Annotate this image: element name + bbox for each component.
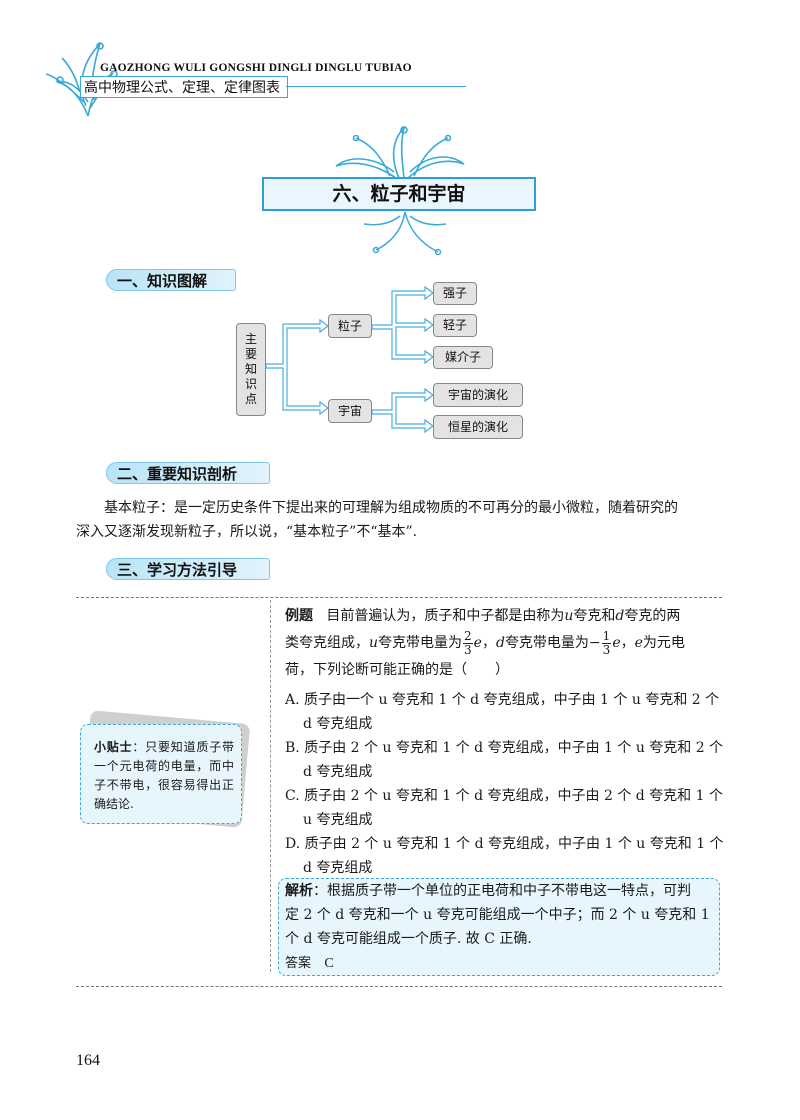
- question-text: 夸克的两: [624, 608, 681, 624]
- diagram-node-mediator: 媒介子: [433, 346, 493, 369]
- section-title: 二、重要知识剖析: [117, 465, 238, 483]
- fraction-denominator: 3: [602, 642, 611, 657]
- option-line: d 夸克组成: [303, 764, 373, 780]
- option-line: B. 质子由 2 个 u 夸克和 1 个 d 夸克组成，中子由 1 个 u 夸克…: [285, 740, 724, 756]
- solution-line: 解析：根据质子带一个单位的正电荷和中子不带电这一特点，可判: [285, 879, 717, 903]
- analysis-paragraph: 基本粒子：是一定历史条件下提出来的可理解为组成物质的不可再分的最小微粒，随着研究…: [76, 496, 722, 544]
- question-line: 例题 目前普遍认为，质子和中子都是由称为u夸克和d夸克的两: [285, 604, 725, 628]
- option-line: d 夸克组成: [303, 716, 373, 732]
- option-c: C. 质子由 2 个 u 夸克和 1 个 d 夸克组成，中子由 2 个 d 夸克…: [285, 784, 725, 832]
- tip-body: ：只要知道质子带一个元电荷的电量，而中子不带电，很容易得出正确结论.: [94, 740, 234, 811]
- tip-text: 小贴士：只要知道质子带一个元电荷的电量，而中子不带电，很容易得出正确结论.: [94, 738, 234, 814]
- question-text: 夸克和: [573, 608, 616, 624]
- question-text: ，: [620, 635, 635, 651]
- tip-label: 小贴士: [94, 740, 133, 754]
- floral-ornament-title-lower: [363, 211, 447, 256]
- header-chinese-title: 高中物理公式、定理、定律图表: [84, 80, 280, 96]
- header-rule: [286, 86, 466, 87]
- question-text: 为元电: [642, 635, 685, 651]
- diagram-node-star-evolution: 恒星的演化: [433, 415, 523, 439]
- chapter-title-frame: [262, 177, 536, 211]
- section-header-method: 三、学习方法引导: [106, 558, 270, 580]
- floral-ornament-title: [335, 125, 465, 181]
- option-line: D. 质子由 2 个 u 夸克和 1 个 d 夸克组成，中子由 1 个 u 夸克…: [285, 836, 724, 852]
- analysis-line: 基本粒子：是一定历史条件下提出来的可理解为组成物质的不可再分的最小微粒，随着研究…: [104, 500, 678, 516]
- symbol-d: d: [615, 608, 625, 624]
- tip-card: [80, 724, 242, 824]
- symbol-e: e: [634, 635, 643, 651]
- answer-line: 答案 C: [285, 951, 717, 976]
- header-english-title: GAOZHONG WULI GONGSHI DINGLI DINGLU TUBI…: [100, 62, 412, 74]
- question-text: 类夸克组成，: [285, 635, 369, 651]
- question-text: 夸克带电量为: [378, 635, 463, 651]
- solution-card: [278, 878, 720, 976]
- diagram-root-node: 主 要 知 识 点: [236, 323, 266, 416]
- fraction-numerator: 1: [601, 628, 612, 644]
- root-char: 识: [244, 377, 257, 391]
- option-line: A. 质子由一个 u 夸克和 1 个 d 夸克组成，中子由 1 个 u 夸克和 …: [285, 692, 720, 708]
- option-line: C. 质子由 2 个 u 夸克和 1 个 d 夸克组成，中子由 2 个 d 夸克…: [285, 788, 723, 804]
- solution-line: 个 d 夸克可能组成一个质子. 故 C 正确.: [285, 931, 532, 947]
- root-char: 点: [244, 392, 257, 406]
- diagram-node-particles: 粒子: [328, 314, 372, 338]
- fraction-denominator: 3: [464, 642, 472, 657]
- option-b: B. 质子由 2 个 u 夸克和 1 个 d 夸克组成，中子由 1 个 u 夸克…: [285, 736, 725, 784]
- diagram-node-universe-evolution: 宇宙的演化: [433, 383, 523, 407]
- question-text: 夸克带电量为−: [504, 635, 601, 651]
- solution-text: 解析：根据质子带一个单位的正电荷和中子不带电这一特点，可判 定 2 个 d 夸克…: [285, 879, 717, 976]
- diagram-node-hadron: 强子: [433, 282, 477, 305]
- option-line: d 夸克组成: [303, 860, 373, 876]
- section-header-diagram: 一、知识图解: [106, 269, 236, 291]
- question-text: 目前普遍认为，质子和中子都是由称为: [326, 608, 565, 624]
- fraction-numerator: 2: [463, 628, 473, 644]
- option-a: A. 质子由一个 u 夸克和 1 个 d 夸克组成，中子由 1 个 u 夸克和 …: [285, 688, 725, 736]
- question-text: ，: [481, 635, 496, 651]
- symbol-u: u: [369, 635, 379, 651]
- diagram-node-universe: 宇宙: [328, 399, 372, 423]
- dashed-divider-bottom: [76, 986, 722, 987]
- section-title: 一、知识图解: [117, 272, 208, 290]
- solution-label: 解析: [285, 883, 313, 899]
- symbol-u: u: [564, 608, 574, 624]
- symbol-d: d: [495, 635, 505, 651]
- root-char: 要: [244, 347, 257, 361]
- symbol-e: e: [612, 635, 621, 651]
- section-title: 三、学习方法引导: [117, 561, 238, 579]
- root-char: 主: [244, 332, 257, 346]
- answer-label: 答案: [285, 956, 312, 971]
- section-header-analysis: 二、重要知识剖析: [106, 462, 270, 484]
- question-line: 荷，下列论断可能正确的是（ ）: [285, 662, 509, 678]
- diagram-node-lepton: 轻子: [433, 314, 477, 337]
- header-title-frame: [80, 76, 288, 98]
- chapter-title: 六、粒子和宇宙: [332, 183, 466, 205]
- example-question: 例题 目前普遍认为，质子和中子都是由称为u夸克和d夸克的两 类夸克组成，u夸克带…: [285, 604, 725, 682]
- option-d: D. 质子由 2 个 u 夸克和 1 个 d 夸克组成，中子由 1 个 u 夸克…: [285, 832, 725, 880]
- root-char: 知: [244, 362, 257, 376]
- symbol-e: e: [473, 635, 482, 651]
- vertical-dashed-divider: [270, 600, 271, 972]
- option-line: u 夸克组成: [303, 812, 373, 828]
- answer-options: A. 质子由一个 u 夸克和 1 个 d 夸克组成，中子由 1 个 u 夸克和 …: [285, 688, 725, 880]
- analysis-line: 深入又逐渐发现新粒子，所以说，“基本粒子”不“基本”.: [76, 524, 418, 540]
- answer-value: C: [324, 956, 334, 971]
- dashed-divider-top: [76, 597, 722, 598]
- solution-body: ：根据质子带一个单位的正电荷和中子不带电这一特点，可判: [313, 883, 691, 899]
- diagram-connectors: [265, 285, 434, 434]
- page-number: 164: [76, 1052, 100, 1069]
- solution-line: 定 2 个 d 夸克和一个 u 夸克可能组成一个中子；而 2 个 u 夸克和 1: [285, 907, 710, 923]
- example-label: 例题: [285, 608, 313, 624]
